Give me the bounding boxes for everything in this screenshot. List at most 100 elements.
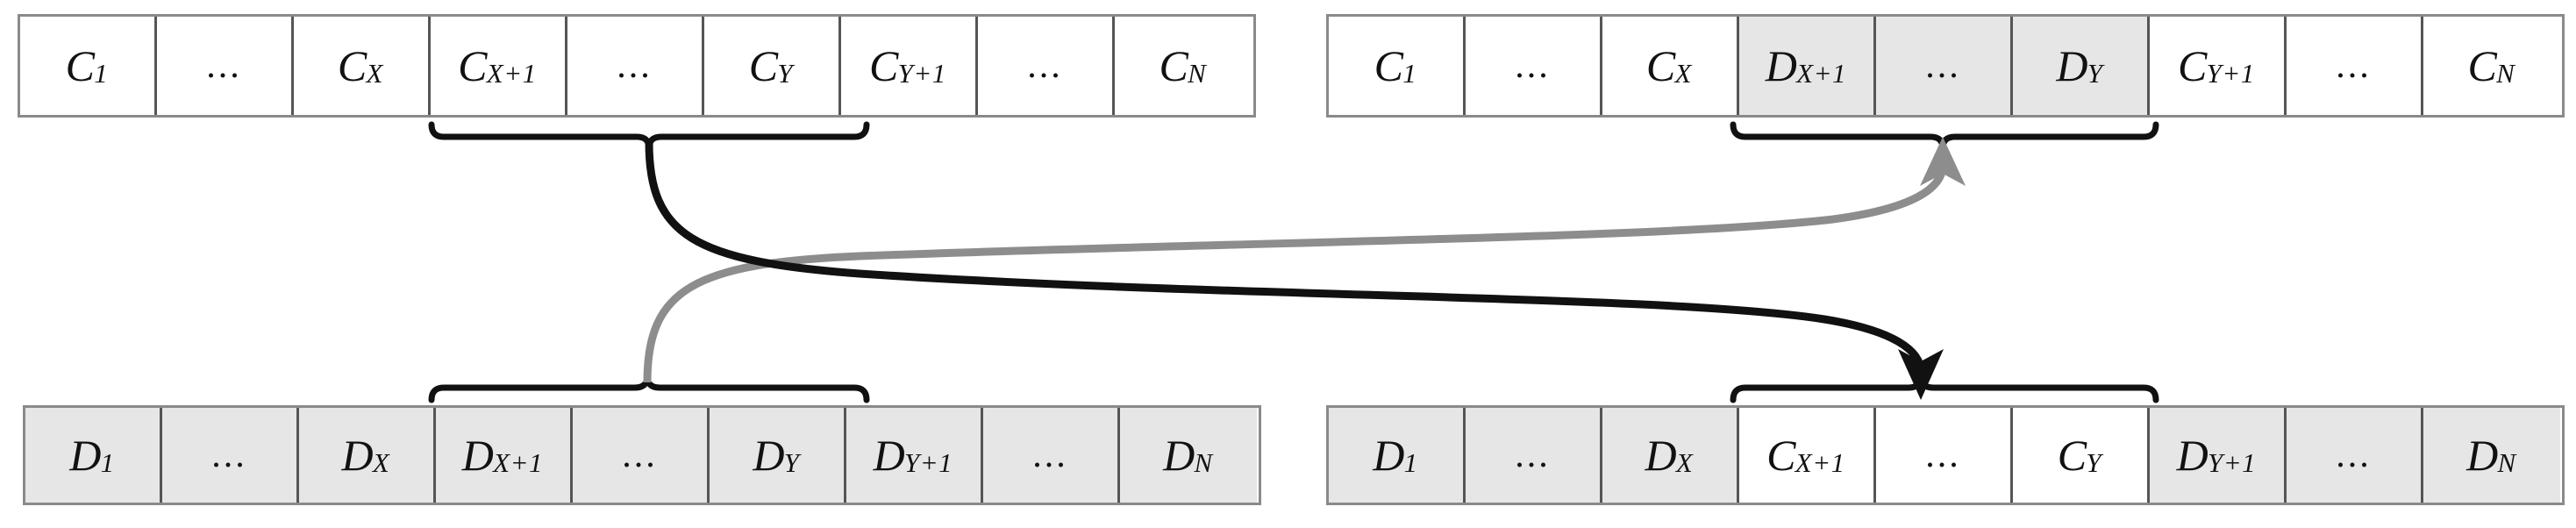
array-cell: ... <box>567 17 704 115</box>
cell-ellipsis: ... <box>1925 435 1961 475</box>
cell-ellipsis: ... <box>1032 435 1068 475</box>
cell-subscript: X+1 <box>493 447 543 479</box>
cell-symbol: D <box>69 431 102 480</box>
cell-symbol: D <box>2466 431 2499 480</box>
cell-symbol: D <box>1163 431 1195 480</box>
cell-subscript: X <box>366 58 383 89</box>
cell-ellipsis: ... <box>1515 435 1551 475</box>
cell-subscript: 1 <box>94 58 109 89</box>
array-cell: ... <box>978 17 1115 115</box>
cell-ellipsis: ... <box>1515 46 1551 86</box>
cell-symbol: D <box>873 431 906 480</box>
cell-ellipsis: ... <box>206 46 242 86</box>
array-cell: ... <box>1876 408 2013 503</box>
cell-symbol: D <box>2056 41 2088 90</box>
cell-subscript: X <box>1674 58 1692 89</box>
cell-subscript: Y <box>2086 447 2102 479</box>
array-cell: ... <box>2287 17 2423 115</box>
cell-subscript: N <box>1188 58 1207 89</box>
cell-subscript: Y <box>2087 58 2103 89</box>
cell-symbol: C <box>65 41 96 90</box>
brace-top-left-segment <box>428 121 870 149</box>
cell-subscript: Y+1 <box>2206 58 2255 89</box>
array-cell: ... <box>1876 17 2013 115</box>
brace-top-right-segment <box>1730 121 2159 149</box>
cell-symbol: D <box>1373 431 1405 480</box>
cell-subscript: N <box>1194 447 1213 479</box>
crossover-arrow-d-to-c-head <box>1920 137 1966 186</box>
cell-subscript: N <box>2497 447 2516 479</box>
array-cell: ... <box>983 408 1120 503</box>
cell-subscript: X+1 <box>1796 58 1846 89</box>
cell-subscript: X <box>1675 447 1694 479</box>
cell-ellipsis: ... <box>622 435 658 475</box>
cell-subscript: X+1 <box>486 58 537 89</box>
cell-subscript: 1 <box>1402 58 1417 89</box>
cell-subscript: X+1 <box>1795 447 1845 479</box>
cell-symbol: D <box>1645 431 1678 480</box>
array-cell: ... <box>157 17 294 115</box>
cell-symbol: D <box>461 431 495 480</box>
cell-ellipsis: ... <box>211 435 247 475</box>
cell-subscript: Y+1 <box>903 447 953 479</box>
cell-ellipsis: ... <box>2336 46 2372 86</box>
cell-ellipsis: ... <box>617 46 653 86</box>
cell-symbol: C <box>748 41 779 90</box>
cell-symbol: C <box>1374 41 1404 90</box>
cell-subscript: Y+1 <box>2207 447 2257 479</box>
array-cell: ... <box>1466 17 1602 115</box>
cell-symbol: C <box>337 41 367 90</box>
cell-subscript: N <box>2496 58 2515 89</box>
cell-symbol: D <box>753 431 785 480</box>
cell-symbol: D <box>2176 431 2209 480</box>
array-cell: ... <box>1466 408 1602 503</box>
cell-symbol: C <box>1766 431 1796 480</box>
cell-symbol: C <box>1159 41 1189 90</box>
cell-ellipsis: ... <box>2336 435 2372 475</box>
cell-symbol: C <box>2467 41 2498 90</box>
array-cell: ... <box>573 408 710 503</box>
brace-bottom-left-segment <box>428 375 870 403</box>
cell-symbol: C <box>2177 41 2208 90</box>
cell-ellipsis: ... <box>1027 46 1063 86</box>
crossover-arrow-c-to-d <box>645 141 1925 373</box>
cell-subscript: Y+1 <box>897 58 946 89</box>
cell-symbol: C <box>458 41 488 90</box>
array-cell: ... <box>162 408 299 503</box>
cell-subscript: X <box>372 447 390 479</box>
cell-symbol: C <box>868 41 899 90</box>
cell-subscript: 1 <box>100 447 115 479</box>
crossover-arrow-c-to-d-head <box>1898 349 1944 400</box>
cell-symbol: D <box>341 431 375 480</box>
brace-bottom-right-segment <box>1730 375 2159 403</box>
cell-ellipsis: ... <box>1925 46 1961 86</box>
cell-symbol: C <box>2057 431 2087 480</box>
crossover-arrow-d-to-c <box>643 164 1947 383</box>
